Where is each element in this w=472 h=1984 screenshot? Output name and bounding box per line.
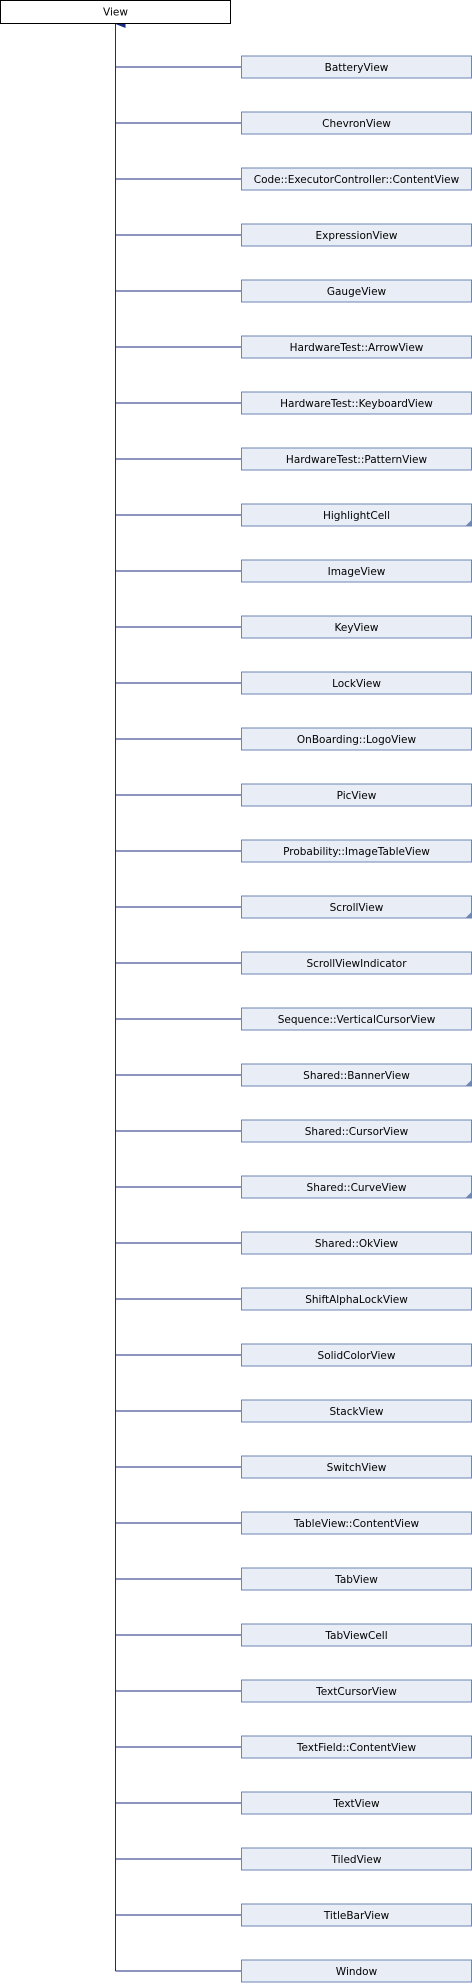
root-node-box — [0, 0, 231, 24]
class-node[interactable]: ShiftAlphaLockView — [241, 1287, 472, 1311]
class-node[interactable]: Shared::BannerView — [241, 1063, 472, 1087]
class-node[interactable]: TextCursorView — [241, 1679, 472, 1703]
class-node[interactable]: TableView::ContentView — [241, 1511, 472, 1535]
class-node[interactable]: KeyView — [241, 615, 472, 639]
class-node-label: LockView — [332, 678, 381, 690]
class-node-label: Probability::ImageTableView — [283, 846, 430, 858]
class-node[interactable]: LockView — [241, 671, 472, 695]
class-node-label: TabViewCell — [324, 1630, 387, 1642]
class-node[interactable]: TextView — [241, 1791, 472, 1815]
root-node-label: View — [103, 7, 128, 19]
class-node-label: StackView — [330, 1406, 384, 1418]
class-node-label: HighlightCell — [323, 510, 390, 522]
class-node-label: Shared::CursorView — [305, 1126, 409, 1138]
class-node[interactable]: ExpressionView — [241, 223, 472, 247]
class-node[interactable]: Shared::OkView — [241, 1231, 472, 1255]
class-node-label: TitleBarView — [323, 1910, 390, 1922]
class-node-label: Shared::CurveView — [307, 1182, 407, 1194]
class-node[interactable]: TiledView — [241, 1847, 472, 1871]
class-node-label: TabView — [334, 1574, 378, 1586]
class-node-label: TextCursorView — [315, 1686, 397, 1698]
class-node[interactable]: HardwareTest::PatternView — [241, 447, 472, 471]
class-node[interactable]: GaugeView — [241, 279, 472, 303]
class-node-label: Shared::OkView — [315, 1238, 399, 1250]
class-node[interactable]: HardwareTest::KeyboardView — [241, 391, 472, 415]
class-node-label: SwitchView — [327, 1462, 387, 1474]
class-node[interactable]: Probability::ImageTableView — [241, 839, 472, 863]
class-node-label: Sequence::VerticalCursorView — [278, 1014, 436, 1026]
class-node-label: OnBoarding::LogoView — [297, 734, 417, 746]
class-node-label: Window — [336, 1966, 378, 1978]
class-node-label: Code::ExecutorController::ContentView — [254, 174, 460, 186]
more-subclasses-marker-icon — [465, 1192, 472, 1198]
class-node[interactable]: TextField::ContentView — [241, 1735, 472, 1759]
class-node[interactable]: PicView — [241, 783, 472, 807]
class-node-label: BatteryView — [325, 62, 389, 74]
class-node-label: ScrollViewIndicator — [306, 958, 407, 970]
class-node-label: ImageView — [328, 566, 386, 578]
class-node[interactable]: SolidColorView — [241, 1343, 472, 1367]
class-node[interactable]: TitleBarView — [241, 1903, 472, 1927]
class-node-label: PicView — [337, 790, 377, 802]
edges-layer — [115, 20, 242, 1972]
more-subclasses-marker-icon — [465, 520, 472, 526]
class-node[interactable]: Shared::CursorView — [241, 1119, 472, 1143]
class-node[interactable]: Shared::CurveView — [241, 1175, 472, 1199]
class-node[interactable]: HighlightCell — [241, 503, 472, 527]
class-node[interactable]: OnBoarding::LogoView — [241, 727, 472, 751]
child-nodes-layer: BatteryViewChevronViewCode::ExecutorCont… — [241, 55, 472, 1983]
class-node-label: TextView — [332, 1798, 380, 1810]
root-node[interactable]: View — [0, 0, 231, 24]
class-node-label: TextField::ContentView — [296, 1742, 417, 1754]
class-node-label: ScrollView — [330, 902, 384, 914]
class-node-label: Shared::BannerView — [303, 1070, 410, 1082]
class-node[interactable]: ChevronView — [241, 111, 472, 135]
more-subclasses-marker-icon — [465, 1080, 472, 1086]
class-node-label: HardwareTest::KeyboardView — [280, 398, 433, 410]
class-node[interactable]: TabView — [241, 1567, 472, 1591]
class-node-label: HardwareTest::ArrowView — [290, 342, 424, 354]
class-node[interactable]: SwitchView — [241, 1455, 472, 1479]
class-node-label: TiledView — [331, 1854, 382, 1866]
class-node[interactable]: ScrollView — [241, 895, 472, 919]
class-node[interactable]: Code::ExecutorController::ContentView — [241, 167, 472, 191]
class-node[interactable]: StackView — [241, 1399, 472, 1423]
class-node[interactable]: Sequence::VerticalCursorView — [241, 1007, 472, 1031]
class-node[interactable]: TabViewCell — [241, 1623, 472, 1647]
class-node-label: ExpressionView — [316, 230, 398, 242]
class-node-label: TableView::ContentView — [293, 1518, 420, 1530]
class-node-label: ShiftAlphaLockView — [305, 1294, 408, 1306]
more-subclasses-marker-icon — [465, 912, 472, 918]
class-node[interactable]: ImageView — [241, 559, 472, 583]
class-node-label: ChevronView — [322, 118, 391, 130]
class-node-label: HardwareTest::PatternView — [286, 454, 428, 466]
class-node-label: SolidColorView — [318, 1350, 396, 1362]
class-node-label: KeyView — [335, 622, 379, 634]
class-node[interactable]: HardwareTest::ArrowView — [241, 335, 472, 359]
class-node[interactable]: BatteryView — [241, 55, 472, 79]
class-node[interactable]: ScrollViewIndicator — [241, 951, 472, 975]
class-node[interactable]: Window — [241, 1959, 472, 1983]
class-node-label: GaugeView — [327, 286, 387, 298]
